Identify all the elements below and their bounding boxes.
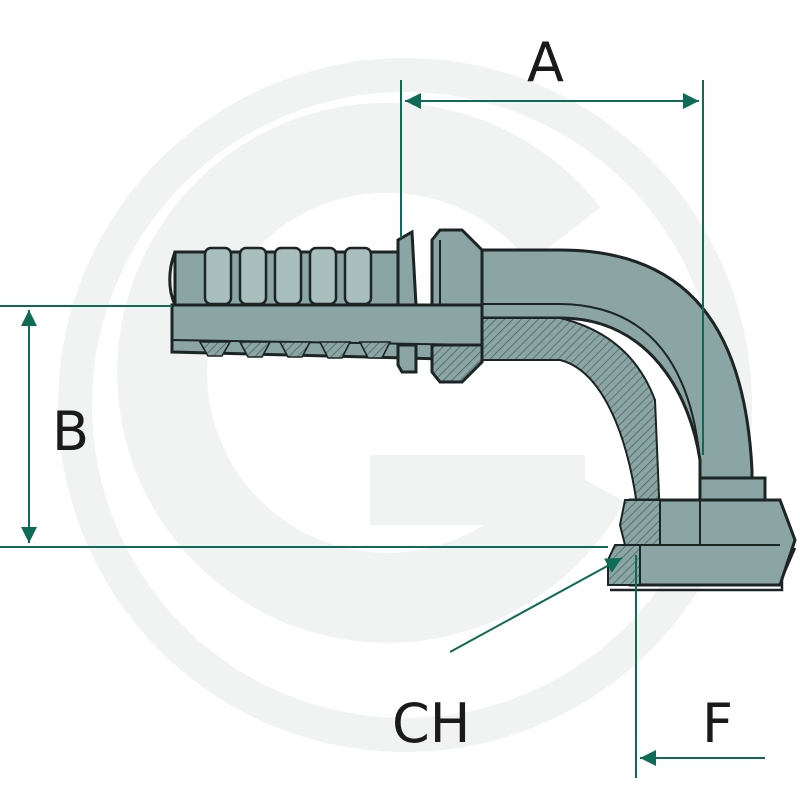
collar-hex-lower <box>430 343 484 384</box>
dim-label-f: F <box>702 692 733 755</box>
dim-ch-leader <box>449 557 623 653</box>
swivel-nut-upper <box>698 476 767 502</box>
collar-upper <box>396 229 418 307</box>
dim-label-b: B <box>52 400 89 463</box>
hose-tail-lower-teeth <box>198 341 392 359</box>
hose-tail-ridges <box>203 246 373 306</box>
hose-fitting-body <box>168 228 797 592</box>
dim-label-ch: CH <box>392 692 470 755</box>
collar-hex-upper <box>430 228 484 307</box>
elbow-tube <box>478 248 754 487</box>
dimension-lines <box>0 80 765 778</box>
dim-label-a: A <box>527 31 564 94</box>
collar-lower <box>396 343 418 374</box>
